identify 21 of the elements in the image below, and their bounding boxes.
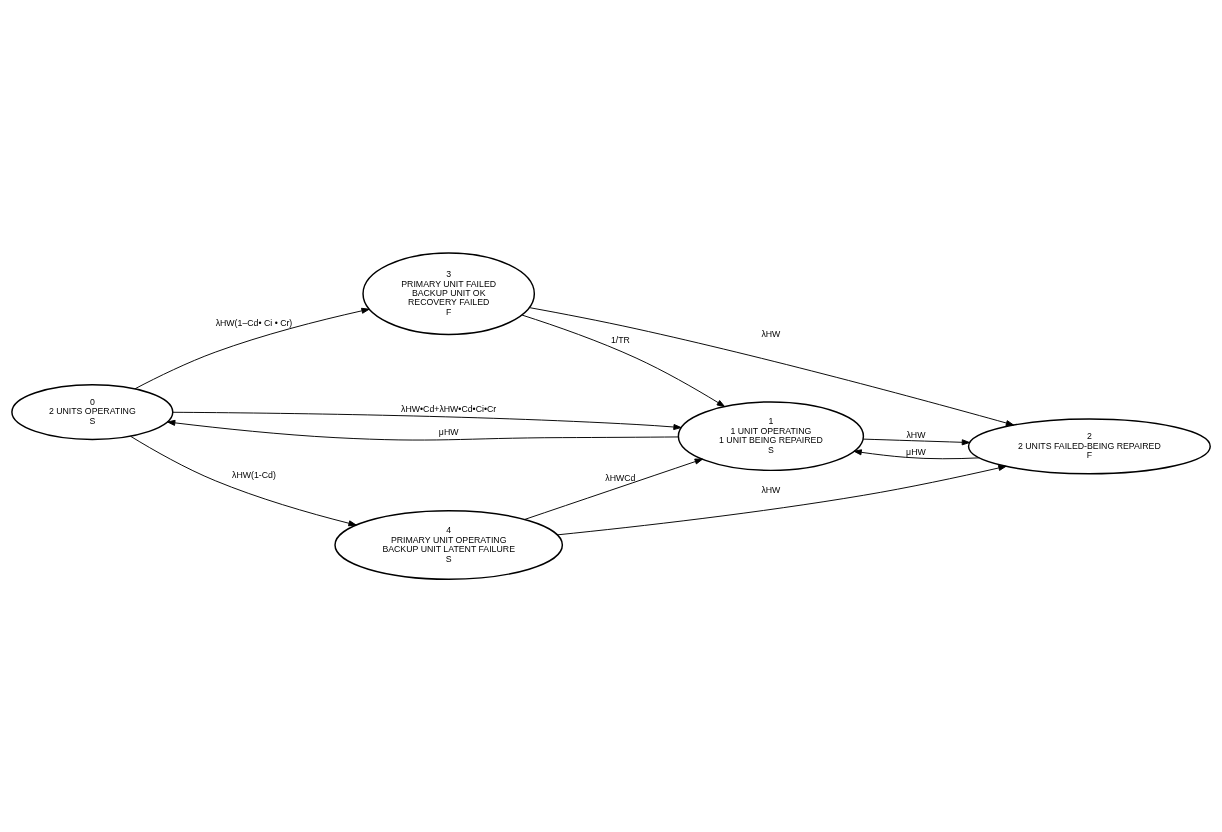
edge-label: μHW bbox=[438, 427, 459, 438]
arrow bbox=[521, 314, 725, 407]
edge-label: λHW•Cd+λHW•Cd•Ci•Cr bbox=[401, 403, 497, 414]
edge-label: λHW bbox=[761, 484, 781, 495]
edge-label: λHWCd bbox=[605, 473, 636, 484]
arrow bbox=[862, 438, 971, 446]
arrow bbox=[556, 464, 1007, 536]
arrow bbox=[172, 411, 682, 431]
arrow bbox=[134, 307, 370, 390]
edge-label: λHW(1-Cd) bbox=[232, 470, 276, 481]
arrow bbox=[167, 419, 679, 441]
edge-label: λHW bbox=[906, 430, 926, 441]
node-ellipse: 4 PRIMARY UNIT OPERATING BACKUP UNIT LATENT FAILURE S bbox=[334, 510, 564, 580]
edge-label: λHW(1–Cd• Ci • Cr) bbox=[215, 318, 293, 329]
edge-label: 1/TR bbox=[610, 335, 630, 346]
edge-label: λHW bbox=[761, 329, 781, 340]
arrow bbox=[130, 435, 357, 527]
arrow bbox=[853, 449, 980, 460]
edge-label: μHW bbox=[906, 446, 926, 457]
arrow bbox=[523, 458, 703, 520]
arrow bbox=[528, 307, 1015, 427]
